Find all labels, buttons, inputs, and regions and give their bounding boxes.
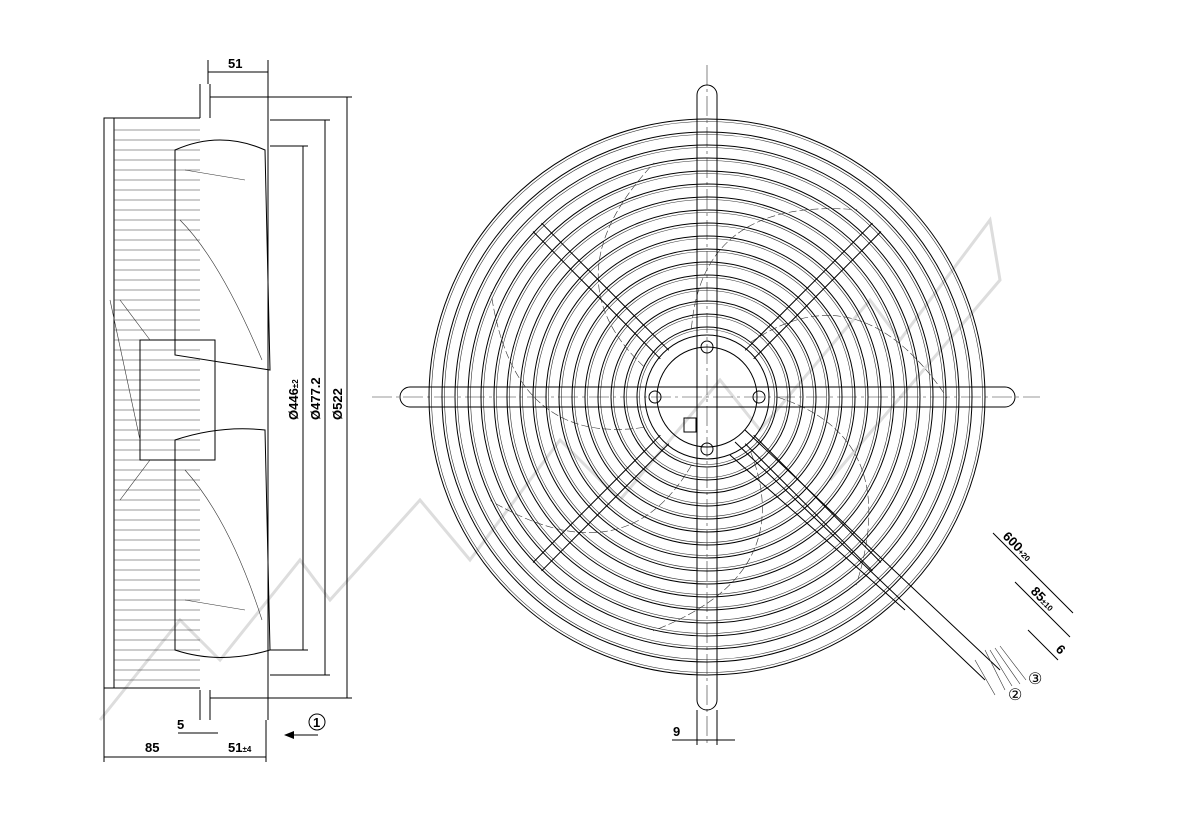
horizontal-guard-bar	[399, 386, 1016, 408]
guard-ring	[454, 144, 960, 650]
dim-lines-bottom	[103, 688, 267, 762]
guard-ring	[584, 274, 830, 520]
guard-ring-inner	[522, 212, 892, 582]
guard-ring	[428, 118, 986, 676]
guard-ring-inner	[600, 290, 814, 504]
dim-line-51	[207, 60, 269, 720]
diagonal-guard-bar	[532, 434, 670, 572]
motor-hub-front	[644, 334, 770, 460]
connector-box	[683, 417, 697, 433]
guard-ring	[623, 313, 791, 481]
screw-icon	[752, 390, 766, 404]
dim-line-446	[270, 145, 308, 651]
marker-1-number: 1	[313, 715, 320, 730]
center-lines	[372, 65, 1040, 745]
dim-d446: Ø446±2	[286, 379, 301, 420]
vertical-guard-bar	[696, 84, 718, 711]
guard-ring-inner	[470, 160, 944, 634]
guard-ring-inner	[457, 147, 957, 647]
guard-ring	[597, 287, 817, 507]
marker-3: ③	[1028, 671, 1042, 688]
screw-icon	[648, 390, 662, 404]
guard-ring-inner	[587, 277, 827, 517]
guard-ring	[545, 235, 869, 559]
diagonal-guard-bar	[744, 434, 882, 572]
screw-icon	[700, 442, 714, 456]
cable-length: 600+20	[1000, 529, 1036, 565]
side-view: 51 Ø446±2 Ø477.2 Ø522 5 85 51±4 ① 1	[103, 56, 352, 762]
fan-blade-outline	[750, 315, 948, 398]
guard-ring-inner	[535, 225, 879, 569]
cable-dim-lines	[992, 532, 1074, 661]
dim-d477: Ø477.2	[308, 377, 323, 420]
guard-ring	[441, 131, 973, 663]
marker-circle	[308, 713, 326, 731]
guard-ring-inner	[431, 121, 983, 673]
dim-51-bottom: 51±4	[228, 740, 252, 755]
guard-ring-inner	[444, 134, 970, 660]
guard-ring	[493, 183, 921, 611]
dim-5: 5	[177, 717, 184, 732]
front-view: 9 600+20 85±10 6 ② ③	[372, 65, 1074, 745]
guard-ring	[532, 222, 882, 572]
dim-51-top: 51	[228, 56, 242, 71]
dim-line-9	[672, 710, 735, 745]
guard-ring-inner	[626, 316, 788, 478]
guard-ring	[467, 157, 947, 637]
wire-ends	[974, 645, 1027, 696]
cables	[729, 429, 1001, 681]
dim-85: 85	[145, 740, 159, 755]
guard-ring-inner	[548, 238, 866, 556]
guard-back	[103, 117, 115, 689]
diagonal-guard-bar	[532, 222, 670, 360]
guard-ring-inner	[509, 199, 905, 595]
screw-icon	[700, 340, 714, 354]
marker-2: ②	[1008, 687, 1022, 704]
side-guard-frame	[114, 117, 200, 689]
hub-inner	[656, 346, 758, 448]
guard-ring	[506, 196, 908, 598]
guard-ring	[610, 300, 804, 494]
blade-detail	[179, 169, 263, 621]
guard-ring	[480, 170, 934, 624]
guard-ring-inner	[496, 186, 918, 608]
guard-ring	[519, 209, 895, 585]
fan-blade-outline	[490, 465, 692, 534]
guard-ring-inner	[639, 329, 775, 465]
arrow-head-icon	[284, 731, 294, 739]
guard-ring	[571, 261, 843, 533]
blade-lower	[174, 428, 271, 658]
mounting-feet	[199, 84, 211, 720]
motor-hub	[139, 339, 216, 461]
blade-upper	[174, 139, 271, 371]
guard-ring-inner	[483, 173, 931, 621]
guard-ring-inner	[613, 303, 801, 491]
guard-ring-inner	[574, 264, 840, 530]
guard-ring-inner	[561, 251, 853, 543]
diagonal-guard-bar	[744, 222, 882, 360]
dim-line-522	[210, 96, 352, 699]
dim-9: 9	[673, 724, 680, 739]
support-struts	[109, 299, 151, 501]
wire-strip: 6	[1053, 642, 1069, 658]
dim-d522: Ø522	[330, 388, 345, 420]
dim-line-477	[270, 119, 330, 676]
guard-ring	[558, 248, 856, 546]
